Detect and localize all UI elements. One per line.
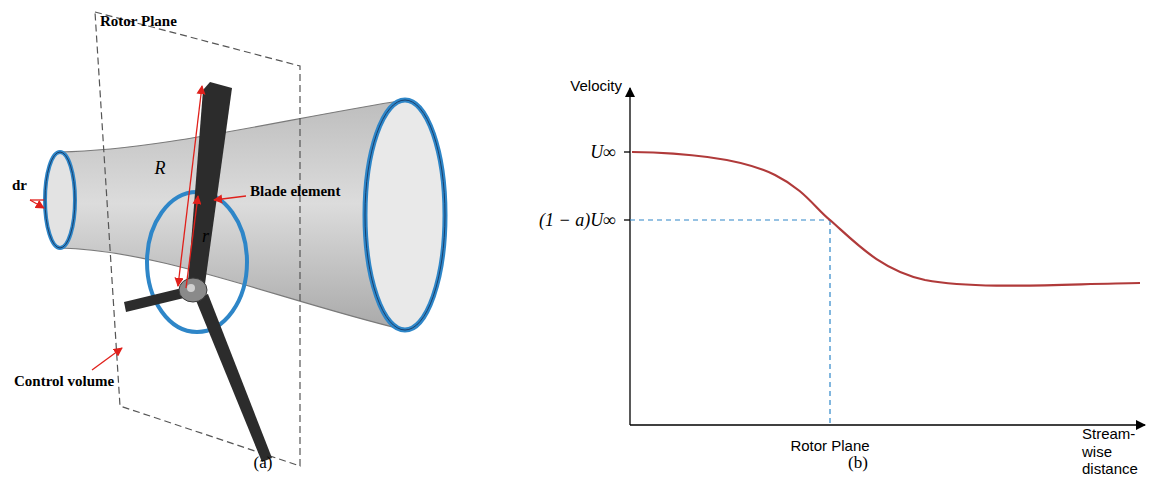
dimension-label: r bbox=[202, 226, 209, 247]
guide-lines bbox=[630, 220, 830, 425]
part-label: Blade element bbox=[250, 183, 340, 200]
part-label: Control volume bbox=[14, 373, 114, 390]
axis-label: Stream-wise distance bbox=[1082, 425, 1152, 477]
rotor bbox=[124, 82, 272, 462]
rotor-plane bbox=[95, 12, 300, 466]
plane-label: Rotor Plane bbox=[100, 13, 177, 30]
velocity-curve bbox=[632, 152, 1140, 286]
dimension-lines bbox=[30, 86, 246, 288]
axes bbox=[624, 88, 1145, 425]
stream-tube bbox=[45, 100, 445, 330]
panel-label: (b) bbox=[848, 453, 868, 473]
leader-line bbox=[92, 348, 122, 370]
dimension-label: dr bbox=[12, 177, 27, 194]
panel-label: (a) bbox=[254, 453, 273, 473]
tick-label: U∞ bbox=[590, 142, 616, 163]
axis-tick-label: Rotor Plane bbox=[790, 437, 869, 454]
axis-label: Velocity bbox=[570, 77, 622, 94]
tick-label: (1 − a)U∞ bbox=[539, 210, 616, 231]
dimension-label: R bbox=[155, 158, 166, 179]
